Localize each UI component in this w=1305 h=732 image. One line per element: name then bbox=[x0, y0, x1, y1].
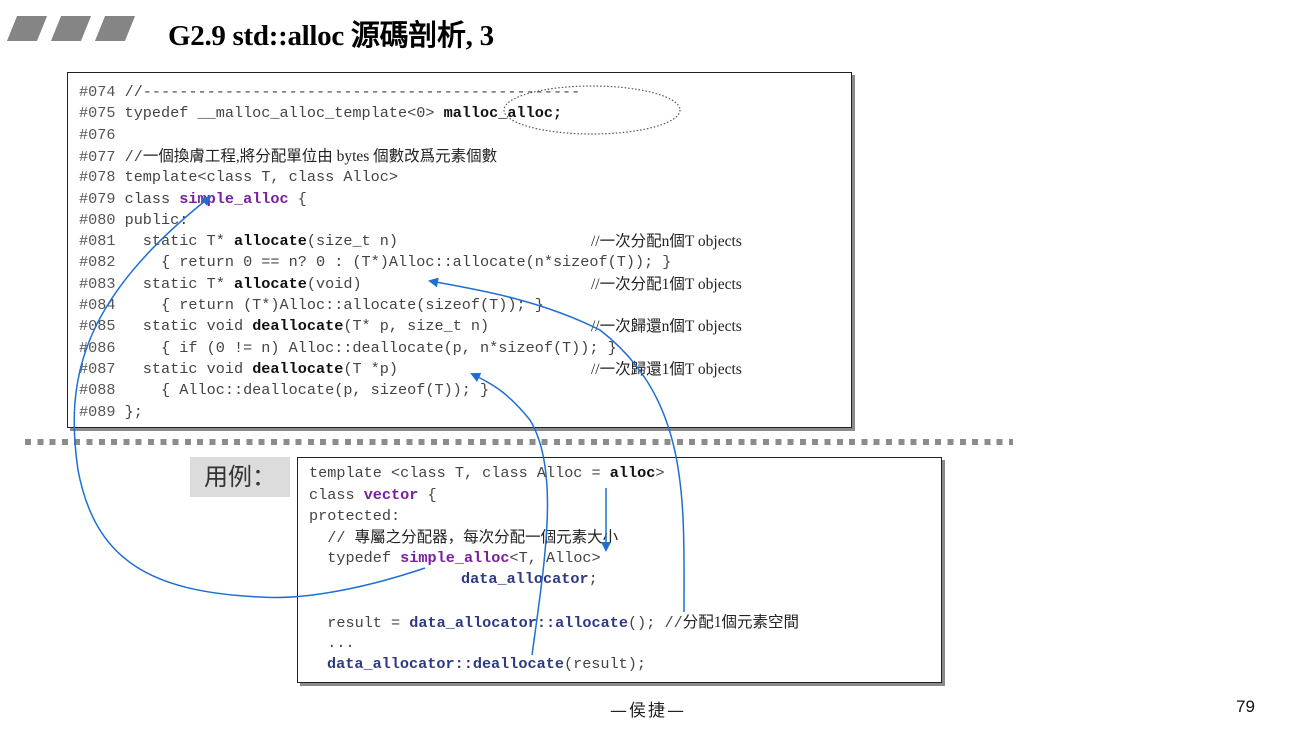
simple-alloc-ref: simple_alloc bbox=[400, 549, 510, 567]
line-number: #086 bbox=[79, 338, 116, 357]
usage-line-1: template <class T, class Alloc = alloc> bbox=[309, 464, 665, 482]
code-line: #089 }; bbox=[79, 402, 143, 421]
line-number: #088 bbox=[79, 381, 116, 400]
line-number: #075 bbox=[79, 104, 116, 123]
usage-line-5: typedef simple_alloc<T, Alloc> bbox=[309, 549, 601, 567]
line-number: #076 bbox=[79, 125, 116, 144]
line-number: #079 bbox=[79, 189, 116, 208]
line-number: #077 bbox=[79, 147, 116, 166]
bar-icon bbox=[6, 16, 48, 41]
line-number: #074 bbox=[79, 83, 116, 101]
code-line: #084 { return (T*)Alloc::allocate(sizeof… bbox=[79, 296, 544, 314]
usage-label: 用例： bbox=[190, 457, 290, 497]
page-number: 79 bbox=[1236, 697, 1255, 716]
code-line: #076 bbox=[79, 125, 115, 146]
usage-line-2: class vector { bbox=[309, 486, 437, 504]
usage-line-10: data_allocator::deallocate(result); bbox=[327, 655, 646, 673]
vector-class-name: vector bbox=[363, 486, 419, 504]
code-comment: //一次分配1個T objects bbox=[591, 275, 742, 293]
line-number: #081 bbox=[79, 232, 116, 251]
usage-line-8: result = data_allocator::allocate(); //分… bbox=[309, 614, 799, 632]
line-number: #083 bbox=[79, 274, 116, 293]
code-comment: //一次分配n個T objects bbox=[591, 233, 742, 251]
code-line: #080 public: bbox=[79, 210, 189, 229]
source-code-box: #074 //---------------------------------… bbox=[67, 72, 852, 428]
code-comment: 一個換膚工程,將分配單位由 bytes 個數改爲元素個數 bbox=[142, 147, 498, 165]
code-line: #074 //---------------------------------… bbox=[79, 83, 581, 101]
line-number: #087 bbox=[79, 359, 116, 378]
bar-icon bbox=[94, 16, 136, 41]
code-comment: //一次歸還1個T objects bbox=[591, 360, 742, 378]
usage-line-9: ... bbox=[309, 634, 355, 652]
code-comment: //一次歸還n個T objects bbox=[591, 318, 742, 336]
code-line: #081 static T* allocate(size_t n) bbox=[79, 232, 399, 251]
code-line: #088 { Alloc::deallocate(p, sizeof(T)); … bbox=[79, 381, 490, 400]
slide-title: G2.9 std::alloc 源碼剖析, 3 bbox=[168, 20, 494, 52]
author-footer: —侯捷— bbox=[610, 701, 686, 721]
dotted-separator bbox=[25, 439, 1013, 445]
line-number: #084 bbox=[79, 296, 116, 314]
line-number: #080 bbox=[79, 210, 116, 229]
usage-code-box: template <class T, class Alloc = alloc> … bbox=[297, 457, 942, 683]
title-bars-icon bbox=[6, 16, 138, 41]
bar-icon bbox=[50, 16, 92, 41]
code-line: #085 static void deallocate(T* p, size_t… bbox=[79, 317, 490, 336]
code-line: #083 static T* allocate(void) bbox=[79, 274, 362, 293]
line-number: #085 bbox=[79, 317, 116, 336]
usage-line-6: data_allocator; bbox=[461, 570, 598, 588]
line-number: #089 bbox=[79, 402, 116, 421]
line-number: #082 bbox=[79, 253, 116, 272]
code-line: #082 { return 0 == n? 0 : (T*)Alloc::all… bbox=[79, 253, 672, 272]
code-line: #077 //一個換膚工程,將分配單位由 bytes 個數改爲元素個數 bbox=[79, 147, 498, 166]
code-line: #079 class simple_alloc { bbox=[79, 189, 307, 208]
usage-line-3: protected: bbox=[309, 507, 401, 525]
code-line: #087 static void deallocate(T *p) bbox=[79, 359, 399, 378]
code-line: #075 typedef __malloc_alloc_template<0> … bbox=[79, 104, 563, 123]
code-line: #078 template<class T, class Alloc> bbox=[79, 168, 399, 187]
line-number: #078 bbox=[79, 168, 116, 187]
code-line: #086 { if (0 != n) Alloc::deallocate(p, … bbox=[79, 338, 617, 357]
usage-line-4: // 專屬之分配器，每次分配一個元素大小 bbox=[309, 529, 619, 547]
